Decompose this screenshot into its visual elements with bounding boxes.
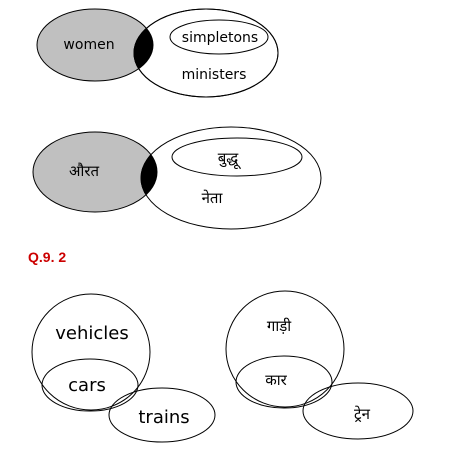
label-simpletons: simpletons bbox=[182, 30, 258, 46]
women-ministers-hindi-overlap bbox=[140, 132, 157, 212]
set-simpletons-hindi-circle bbox=[171, 137, 303, 177]
set-cars-circle bbox=[41, 358, 139, 412]
label-cars-hindi: कार bbox=[265, 371, 287, 389]
set-ministers-circle-outline bbox=[133, 8, 279, 98]
set-simpletons-circle bbox=[169, 19, 269, 55]
label-vehicles: vehicles bbox=[55, 323, 129, 344]
set-vehicles-circle bbox=[31, 293, 151, 411]
label-ministers-hindi: नेता bbox=[202, 189, 224, 207]
venn-hindi-1: औरत बुद्धू नेता bbox=[32, 126, 322, 230]
set-cars-hindi-circle bbox=[235, 355, 333, 409]
label-vehicles-hindi: गाड़ी bbox=[267, 317, 292, 335]
venn-english-2: vehicles cars trains bbox=[31, 293, 216, 443]
set-vehicles-hindi-circle bbox=[225, 290, 345, 408]
label-trains-hindi: ट्रेन bbox=[354, 405, 371, 423]
label-simpletons-hindi: बुद्धू bbox=[218, 149, 241, 170]
set-trains-circle bbox=[108, 387, 216, 443]
label-women-hindi: औरत bbox=[69, 162, 99, 180]
label-ministers: ministers bbox=[182, 67, 247, 83]
venn-english-1: women simpletons ministers bbox=[36, 8, 279, 98]
set-ministers-hindi-circle bbox=[140, 126, 322, 230]
venn-hindi-2: गाड़ी कार ट्रेन bbox=[225, 290, 414, 440]
label-trains: trains bbox=[138, 407, 189, 428]
label-cars: cars bbox=[68, 375, 106, 396]
set-trains-hindi-circle bbox=[302, 382, 414, 440]
label-women: women bbox=[63, 37, 114, 53]
question-number: Q.9. 2 bbox=[28, 249, 66, 265]
